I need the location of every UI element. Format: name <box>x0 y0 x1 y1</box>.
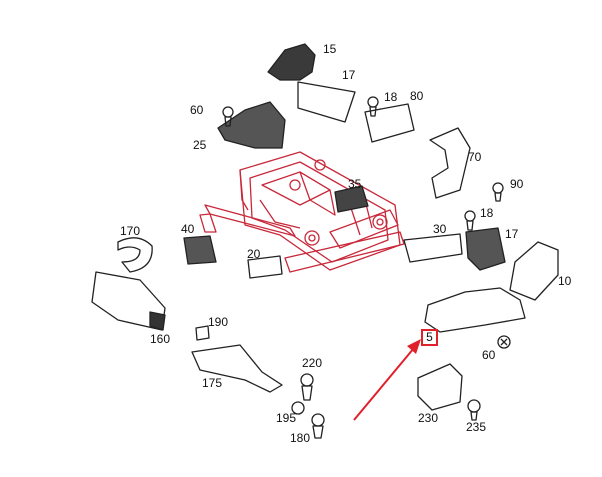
part-18-right <box>464 210 476 231</box>
callout-60-top: 60 <box>190 103 204 117</box>
part-190 <box>195 325 210 341</box>
callout-80: 80 <box>410 89 424 103</box>
callout-15: 15 <box>323 42 337 56</box>
callout-30: 30 <box>433 222 447 236</box>
callout-175: 175 <box>202 376 223 390</box>
callout-180: 180 <box>290 431 311 445</box>
callout-170: 170 <box>120 224 141 238</box>
part-60-right <box>497 335 511 349</box>
callout-17-right: 17 <box>505 227 519 241</box>
part-170 <box>117 237 153 273</box>
part-90 <box>492 182 504 202</box>
callout-17-top: 17 <box>342 68 356 82</box>
part-25 <box>217 101 286 149</box>
part-18-top <box>367 96 379 117</box>
callout-20: 20 <box>247 247 261 261</box>
part-235 <box>467 399 481 421</box>
callout-90: 90 <box>510 177 524 191</box>
callout-235: 235 <box>466 420 487 434</box>
part-220 <box>300 373 314 401</box>
callout-18-top: 18 <box>384 90 398 104</box>
highlight-arrow <box>353 339 421 421</box>
part-17-top <box>297 81 356 123</box>
part-175 <box>191 344 283 393</box>
callout-230: 230 <box>418 411 439 425</box>
part-20 <box>247 255 283 279</box>
callout-70: 70 <box>468 150 482 164</box>
part-17-right <box>465 227 506 271</box>
callout-10: 10 <box>558 274 572 288</box>
part-5 <box>424 287 526 333</box>
parts <box>91 43 559 439</box>
part-10 <box>509 241 559 301</box>
part-80 <box>364 103 415 143</box>
callout-25: 25 <box>193 138 207 152</box>
callout-18-right: 18 <box>480 206 494 220</box>
part-30 <box>403 233 463 263</box>
part-15 <box>267 43 316 81</box>
part-40 <box>183 235 217 265</box>
callout-5-highlighted: 5 <box>421 329 438 346</box>
callout-160: 160 <box>150 332 171 346</box>
part-35 <box>334 185 369 213</box>
callout-220: 220 <box>302 356 323 370</box>
seat-frame <box>199 151 405 273</box>
callout-195: 195 <box>276 411 297 425</box>
callout-40: 40 <box>181 222 195 236</box>
callout-35: 35 <box>348 177 362 191</box>
callout-60-right: 60 <box>482 348 496 362</box>
callout-190: 190 <box>208 315 229 329</box>
part-180 <box>311 413 325 439</box>
part-60-top <box>222 106 234 127</box>
part-70 <box>429 127 471 199</box>
part-195 <box>291 401 305 415</box>
part-230 <box>417 363 463 411</box>
